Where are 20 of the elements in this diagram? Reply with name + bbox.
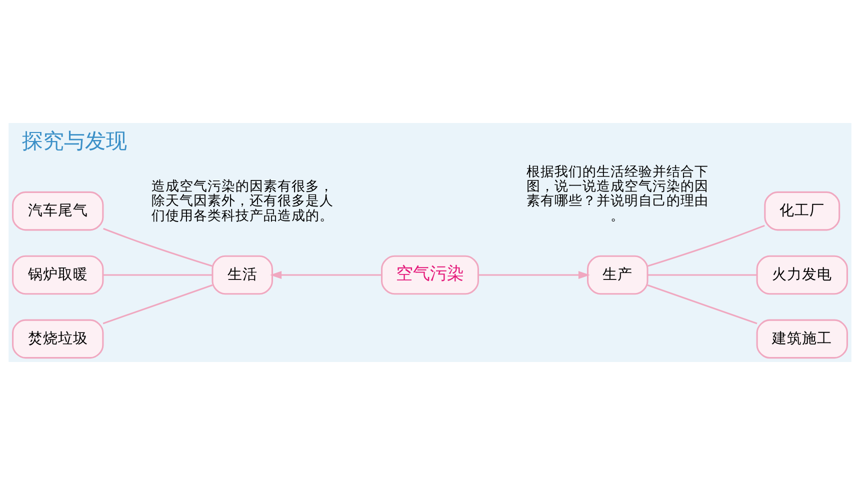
node-box: 火力发电 <box>756 254 848 294</box>
node-box: 建筑施工 <box>756 318 848 358</box>
label: 造成空气污染的因素有很多，除天气因素外，还有很多是人们使用各类科技产品造成的。 <box>151 178 334 224</box>
arrow <box>478 270 590 279</box>
node-box: 汽车尾气 <box>12 190 104 230</box>
node-box: 焚烧垃圾 <box>12 318 104 358</box>
connector <box>103 274 212 276</box>
label: 根据我们的生活经验并结合下图，说一说造成空气污染的因素有哪些？并说明自己的理由。 <box>526 163 709 224</box>
diagram-title: 探究与发现 <box>22 128 128 153</box>
arrow <box>270 270 382 279</box>
node-box: 化工厂 <box>764 190 840 230</box>
node-box: 生活 <box>212 254 274 294</box>
connector <box>648 224 765 266</box>
node-box: 锅炉取暖 <box>12 254 104 294</box>
node-box: 生产 <box>586 254 648 294</box>
connector <box>103 227 212 266</box>
connector <box>648 274 757 276</box>
connector <box>647 284 758 324</box>
connector <box>102 284 213 324</box>
node-box: 空气污染 <box>381 254 479 294</box>
